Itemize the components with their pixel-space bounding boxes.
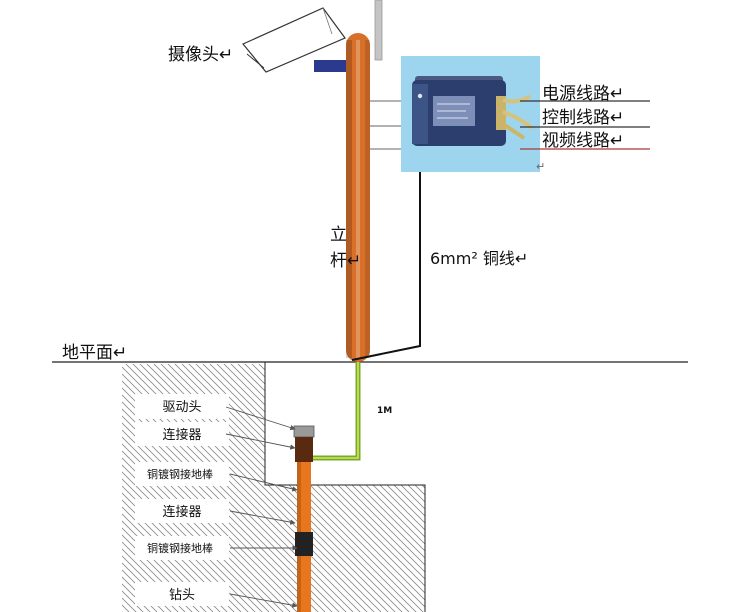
connector-lower [295,532,313,556]
rod-label-connector-upper: 连接器 [162,427,201,443]
rod-label-backgrounds [135,394,229,606]
arrow-connector-upper [225,433,296,450]
rod-label-drive-head: 驱动头 [162,400,201,415]
rod-label-rod-lower: 铜镀钢接地棒 [147,541,213,555]
rod-label-bg [135,462,229,486]
camera-lip-edge [246,53,265,69]
copper-wire-label: 6mm² 铜线↵ [430,249,528,268]
pole-highlight [356,40,360,358]
terminal-cable [501,122,526,140]
rod-label-bg [135,582,229,606]
arrow-drill-bit [229,593,298,608]
ground-wire-length-label: 1M [377,406,392,416]
control-line-label: 控制线路↵ [542,108,624,128]
grounding-rod-assembly [293,425,315,612]
protector-left-face [412,84,428,144]
surge-protector-device [412,76,534,146]
camera [242,7,346,73]
camera-bracket [314,60,352,72]
arrow-drive-head [225,406,296,431]
rod-pointer-arrows [225,406,298,608]
soil-hatch-below-pit [265,485,425,612]
rod-label-bg [135,422,229,446]
drive-head [293,425,315,438]
rod-label-bg [135,536,229,560]
pit-outline [264,362,426,612]
antenna [374,0,383,61]
ground-rod [297,437,311,612]
copper-ground-wire [351,172,421,361]
rod-label-bg [135,394,229,419]
camera-side-edge [322,7,333,35]
protector-box-mark: ↵ [536,160,545,173]
ground-plane-label: 地平面↵ [62,343,127,363]
camera-label: 摄像头↵ [168,45,233,65]
terminal-cable [502,94,532,104]
ground-rod-shade [297,437,301,612]
pole-body [346,33,370,362]
arrow-connector-lower [229,510,296,525]
video-line-label: 视频线路↵ [542,131,624,151]
pole [346,33,370,362]
pole-shade-right [365,40,370,358]
pole-shade-left [346,40,352,358]
pole-to-protector-lines [370,100,401,150]
pole-label-top: 立 [330,225,347,245]
terminal-cable [502,110,534,130]
pole-label-bottom: 杆↵ [330,251,361,271]
power-line-label: 电源线路↵ [542,84,624,104]
arrow-rod-upper [229,473,298,492]
connector-upper [295,437,313,462]
ground-wire-to-rod [311,362,361,461]
rod-label-rod-upper: 铜镀钢接地棒 [147,467,213,481]
rod-label-connector-lower: 连接器 [162,504,201,520]
protector-indicator [417,93,423,99]
protector-output-lines [520,100,650,150]
rod-label-bg [135,499,229,523]
protector-terminals [496,94,534,140]
ground-wire-inner [311,362,359,459]
terminal-block [496,96,506,130]
camera-housing [242,7,346,73]
rod-label-drill-bit: 钻头 [169,588,195,603]
ground-wire-outer [311,362,361,461]
